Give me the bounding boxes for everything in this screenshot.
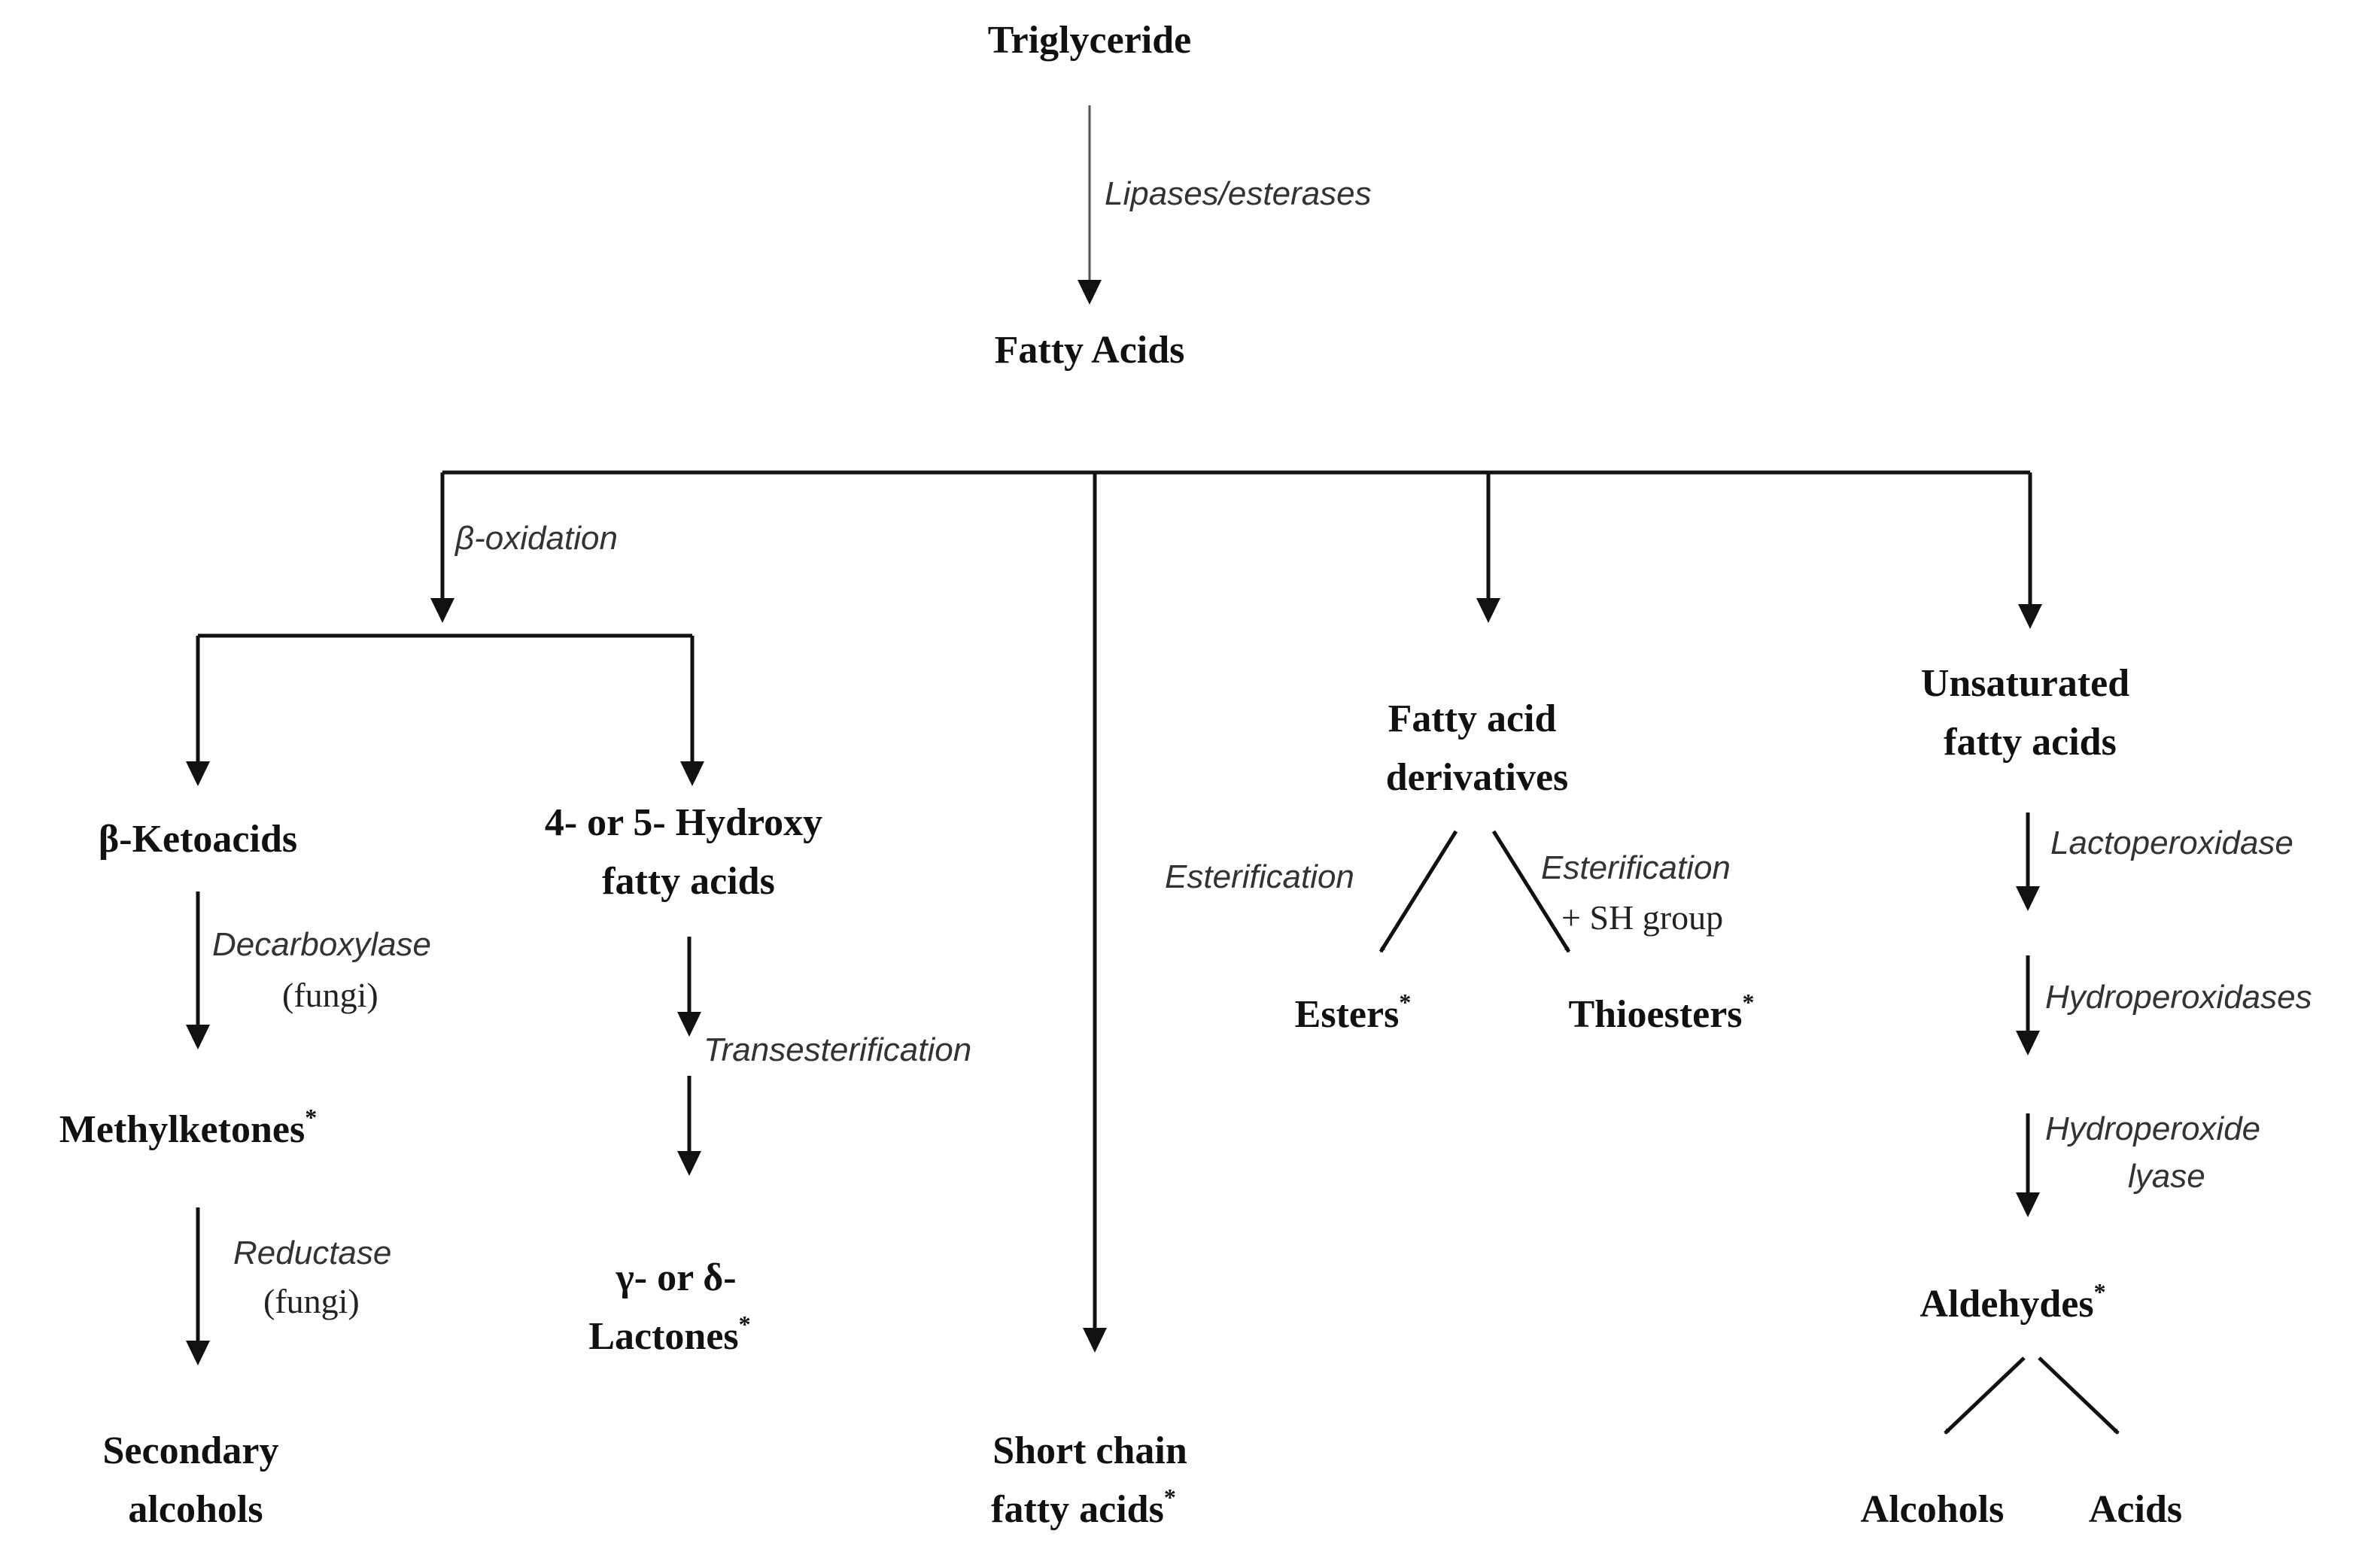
node-hydroxy-fatty-acids: 4- or 5- Hydroxy fatty acids	[545, 801, 832, 903]
label-transesterification: Transesterification	[704, 1031, 971, 1068]
node-hydroxy-line1: 4- or 5- Hydroxy	[545, 801, 822, 844]
arrowhead	[186, 761, 210, 786]
node-short-chain-line2: fatty acids	[991, 1488, 1164, 1531]
node-alcohols: Alcohols	[1861, 1488, 2005, 1531]
asterisk-mark: *	[1164, 1484, 1176, 1511]
asterisk-mark: *	[1399, 989, 1411, 1016]
arrowhead	[1476, 598, 1500, 623]
node-fatty-acids: Fatty Acids	[995, 329, 1185, 372]
node-esters: Esters*	[1295, 989, 1412, 1036]
node-acids: Acids	[2089, 1488, 2182, 1531]
label-beta-oxidation: β-oxidation	[454, 520, 618, 557]
arrowhead	[1078, 280, 1102, 305]
node-fatty-acid-derivatives: Fatty acid derivatives	[1386, 697, 1569, 799]
asterisk-mark: *	[1743, 989, 1755, 1016]
label-lyase: lyase	[2128, 1158, 2205, 1195]
arrowhead	[186, 1341, 210, 1365]
arrowhead	[680, 761, 704, 786]
node-methylketones: Methylketones*	[59, 1104, 317, 1151]
label-lactoperoxidase: Lactoperoxidase	[2050, 825, 2293, 861]
label-hydroperoxide: Hydroperoxide	[2045, 1110, 2260, 1147]
node-short-chain-line1: Short chain	[992, 1429, 1187, 1472]
label-decarboxylase: Decarboxylase	[212, 926, 431, 963]
label-decarboxylase-fungi: (fungi)	[282, 976, 378, 1014]
node-aldehydes-label: Aldehydes	[1920, 1283, 2093, 1326]
arrow-to-esters	[1378, 830, 1458, 953]
node-triglyceride: Triglyceride	[988, 19, 1192, 62]
arrow-to-thioesters	[1491, 830, 1571, 953]
node-derivatives-line2: derivatives	[1386, 756, 1569, 799]
node-derivatives-line1: Fatty acid	[1388, 697, 1557, 740]
node-unsaturated-line2: fatty acids	[1944, 721, 2117, 764]
arrowhead	[677, 1151, 701, 1176]
node-secondary-line1: Secondary	[103, 1429, 279, 1472]
label-esterification-esters: Esterification	[1165, 858, 1354, 895]
nodes: Triglyceride Fatty Acids β-Ketoacids 4- …	[59, 19, 2182, 1531]
node-lactones-line2: Lactones	[588, 1315, 738, 1358]
node-secondary-line2: alcohols	[128, 1488, 263, 1531]
node-aldehydes: Aldehydes*	[1920, 1278, 2105, 1326]
asterisk-mark: *	[739, 1311, 751, 1338]
label-lipases-esterases: Lipases/esterases	[1105, 175, 1372, 212]
arrowhead	[2018, 604, 2042, 629]
asterisk-mark: *	[2094, 1278, 2106, 1305]
node-beta-ketoacids: β-Ketoacids	[99, 818, 297, 861]
connectors	[186, 105, 2120, 1435]
node-unsaturated-fatty-acids: Unsaturated fatty acids	[1921, 662, 2139, 764]
node-lactones: γ- or δ- Lactones*	[588, 1256, 750, 1358]
arrowhead	[186, 1025, 210, 1049]
node-thioesters-label: Thioesters	[1568, 993, 1742, 1036]
node-methylketones-label: Methylketones	[59, 1108, 305, 1151]
node-short-chain-fatty-acids: Short chain fatty acids*	[991, 1429, 1197, 1531]
arrowhead	[2016, 886, 2040, 911]
arrow-to-acids	[2038, 1356, 2120, 1435]
node-thioesters: Thioesters*	[1568, 989, 1754, 1036]
node-esters-label: Esters	[1295, 993, 1400, 1036]
arrow-to-alcohols	[1944, 1356, 2026, 1435]
asterisk-mark: *	[305, 1104, 317, 1131]
arrowhead	[677, 1012, 701, 1037]
enzyme-labels: Lipases/esterases β-oxidation Decarboxyl…	[212, 175, 2312, 1320]
label-sh-group: + SH group	[1561, 898, 1723, 937]
node-secondary-alcohols: Secondary alcohols	[103, 1429, 289, 1531]
label-hydroperoxidases: Hydroperoxidases	[2045, 979, 2312, 1016]
label-esterification-thioesters: Esterification	[1541, 849, 1731, 886]
arrowhead	[1083, 1328, 1107, 1353]
node-unsaturated-line1: Unsaturated	[1921, 662, 2129, 705]
label-reductase-fungi: (fungi)	[263, 1282, 360, 1320]
arrowhead	[430, 598, 454, 623]
arrowhead	[2016, 1192, 2040, 1217]
label-reductase: Reductase	[233, 1235, 391, 1271]
node-lactones-line1: γ- or δ-	[615, 1256, 736, 1299]
arrowhead	[2016, 1031, 2040, 1055]
node-hydroxy-line2: fatty acids	[602, 860, 775, 903]
